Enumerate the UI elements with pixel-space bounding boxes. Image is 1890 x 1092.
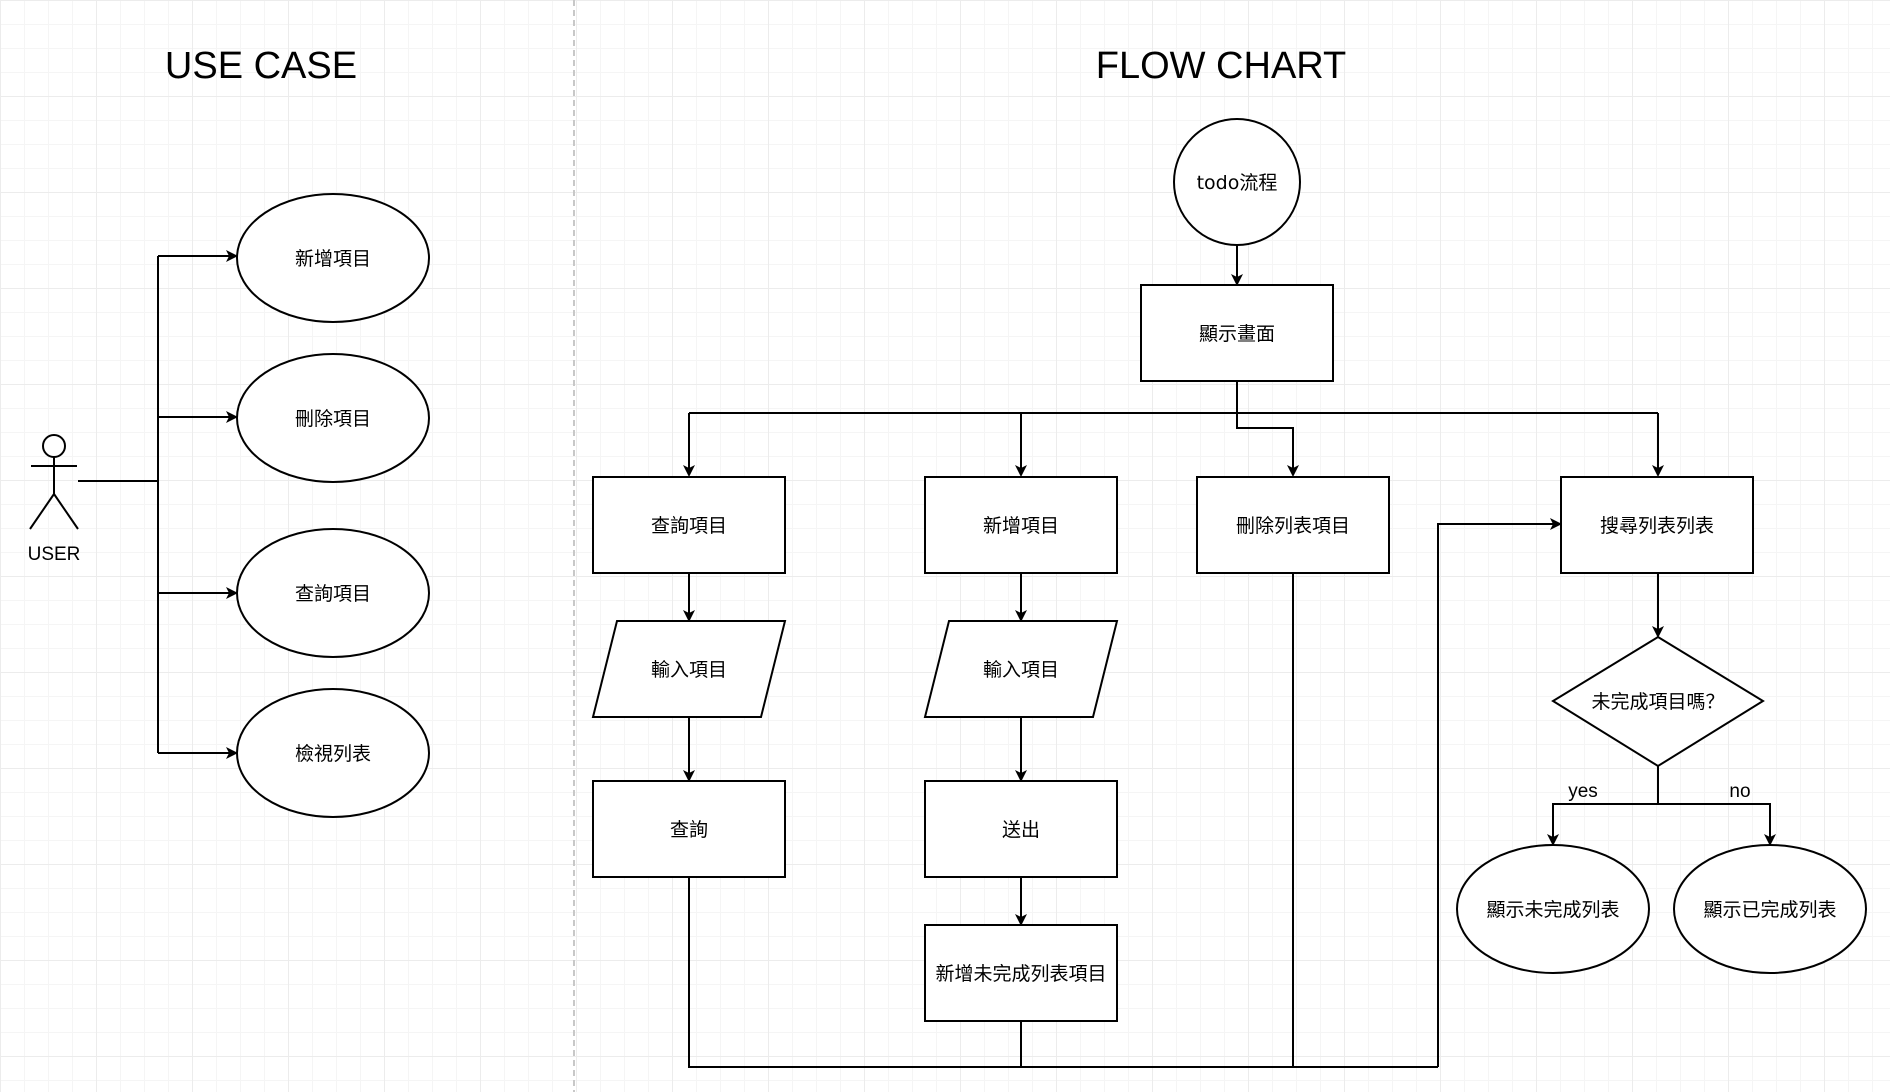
user-actor [29, 434, 79, 530]
use-case-add-item-label: 新增項目 [295, 248, 371, 270]
flow-decision-label: 未完成項目嗎？ [1591, 691, 1724, 713]
flow-add-input-node [923, 620, 1119, 718]
flow-query-item-label: 查詢項目 [651, 515, 727, 537]
use-case-view-list [236, 688, 430, 818]
flow-display-node [1140, 284, 1334, 382]
flow-start-label: todo流程 [1197, 172, 1278, 194]
use-case-delete-item-label: 刪除項目 [295, 408, 371, 430]
actor-head [42, 434, 66, 458]
flow-show-complete-node [1673, 844, 1867, 974]
flow-query-node [592, 780, 786, 878]
flow-add-item-node [924, 476, 1118, 574]
flow-chart-title: FLOW CHART [1096, 45, 1347, 87]
flow-start-node [1173, 118, 1301, 246]
actor-left-leg [29, 493, 55, 530]
flow-display-label: 顯示畫面 [1199, 323, 1275, 345]
use-case-view-list-label: 檢視列表 [295, 743, 371, 765]
flow-query-input-label: 輸入項目 [651, 659, 727, 681]
no-label: no [1729, 781, 1750, 802]
flow-add-incomplete-node [924, 924, 1118, 1022]
use-case-query-item [236, 528, 430, 658]
edge-decision-no [1658, 803, 1776, 846]
edge-query-return [688, 877, 1438, 1068]
edge-to-delete-item [1236, 413, 1299, 477]
use-case-add-item [236, 193, 430, 323]
edge-return-to-search [1437, 518, 1562, 1067]
flow-decision-node [1551, 635, 1765, 768]
flow-add-item-label: 新增項目 [983, 515, 1059, 537]
flow-show-incomplete-node [1456, 844, 1650, 974]
flow-query-input-node [591, 620, 787, 718]
flow-delete-item-label: 刪除列表項目 [1236, 515, 1350, 537]
flow-submit-label: 送出 [1002, 819, 1040, 841]
flow-show-incomplete-label: 顯示未完成列表 [1486, 899, 1619, 921]
edge-decision-yes [1547, 766, 1659, 846]
flow-submit-node [924, 780, 1118, 878]
flow-query-item-node [592, 476, 786, 574]
actor-right-leg [53, 493, 79, 530]
yes-label: yes [1568, 781, 1598, 802]
flow-add-input-label: 輸入項目 [983, 659, 1059, 681]
flow-search-list-label: 搜尋列表列表 [1600, 515, 1714, 537]
flow-show-complete-label: 顯示已完成列表 [1703, 899, 1836, 921]
use-case-title: USE CASE [165, 45, 357, 87]
flow-add-incomplete-label: 新增未完成列表項目 [935, 963, 1106, 985]
flow-delete-item-node [1196, 476, 1390, 574]
flow-query-label: 查詢 [670, 819, 708, 841]
use-case-query-item-label: 查詢項目 [295, 583, 371, 605]
use-case-delete-item [236, 353, 430, 483]
actor-label: USER [28, 544, 81, 565]
flow-search-list-node [1560, 476, 1754, 574]
